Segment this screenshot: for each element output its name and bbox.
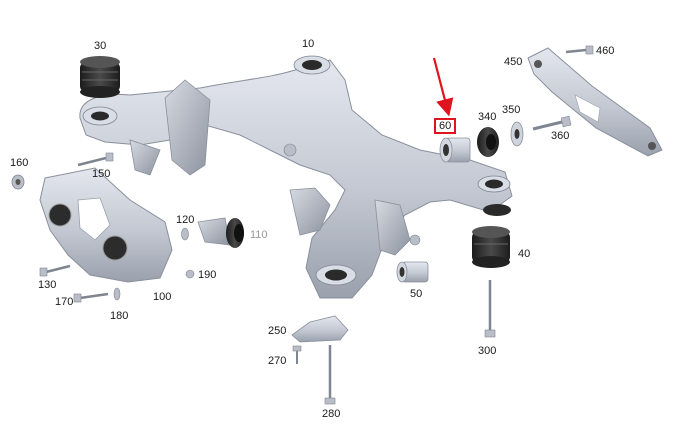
callout-100: 100 bbox=[153, 291, 172, 303]
nut-part-160 bbox=[11, 174, 25, 190]
washer-part-350 bbox=[510, 121, 524, 147]
highlight-arrow bbox=[432, 57, 454, 117]
bushing-part-30 bbox=[80, 56, 120, 98]
callout-50: 50 bbox=[410, 288, 423, 300]
callout-160: 160 bbox=[10, 157, 29, 169]
strut-brace-part-450 bbox=[527, 47, 663, 157]
callout-350: 350 bbox=[502, 104, 521, 116]
callout-170: 170 bbox=[55, 296, 74, 308]
bolt-part-300 bbox=[484, 280, 496, 338]
callout-60-highlighted: 60 bbox=[434, 118, 457, 134]
callout-180: 180 bbox=[110, 310, 129, 322]
washer-part-120 bbox=[181, 227, 189, 241]
callout-300: 300 bbox=[478, 345, 497, 357]
bolt-part-170 bbox=[73, 292, 109, 303]
mount-part-40 bbox=[472, 204, 511, 268]
bolt-part-360 bbox=[532, 115, 572, 131]
callout-40: 40 bbox=[518, 248, 531, 260]
bolt-part-150 bbox=[77, 152, 114, 167]
callout-250: 250 bbox=[268, 325, 287, 337]
bushing-part-60 bbox=[439, 137, 471, 163]
callout-340: 340 bbox=[478, 111, 497, 123]
bolt-part-130 bbox=[39, 264, 71, 277]
callout-460: 460 bbox=[596, 45, 615, 57]
bracket-part-250 bbox=[291, 315, 349, 343]
callout-150: 150 bbox=[92, 168, 111, 180]
subframe-part-10 bbox=[79, 55, 513, 299]
bushing-part-110 bbox=[197, 217, 244, 248]
bushing-part-340 bbox=[477, 127, 499, 157]
callout-130: 130 bbox=[38, 279, 57, 291]
washer-part-180 bbox=[113, 287, 121, 301]
bushing-part-50 bbox=[396, 261, 429, 283]
bolt-part-280 bbox=[324, 345, 336, 405]
callout-110: 110 bbox=[250, 229, 268, 241]
screw-part-270 bbox=[292, 345, 302, 364]
callout-10: 10 bbox=[302, 38, 315, 50]
callout-270: 270 bbox=[268, 355, 287, 367]
bolt-part-460 bbox=[565, 45, 594, 55]
callout-190: 190 bbox=[198, 269, 217, 281]
callout-120: 120 bbox=[176, 214, 195, 226]
callout-450: 450 bbox=[504, 56, 523, 68]
callout-360: 360 bbox=[551, 130, 570, 142]
callout-280: 280 bbox=[322, 408, 341, 420]
callout-30: 30 bbox=[94, 40, 107, 52]
carrier-plate-part-100 bbox=[39, 167, 173, 283]
nut-part-190 bbox=[185, 269, 195, 279]
